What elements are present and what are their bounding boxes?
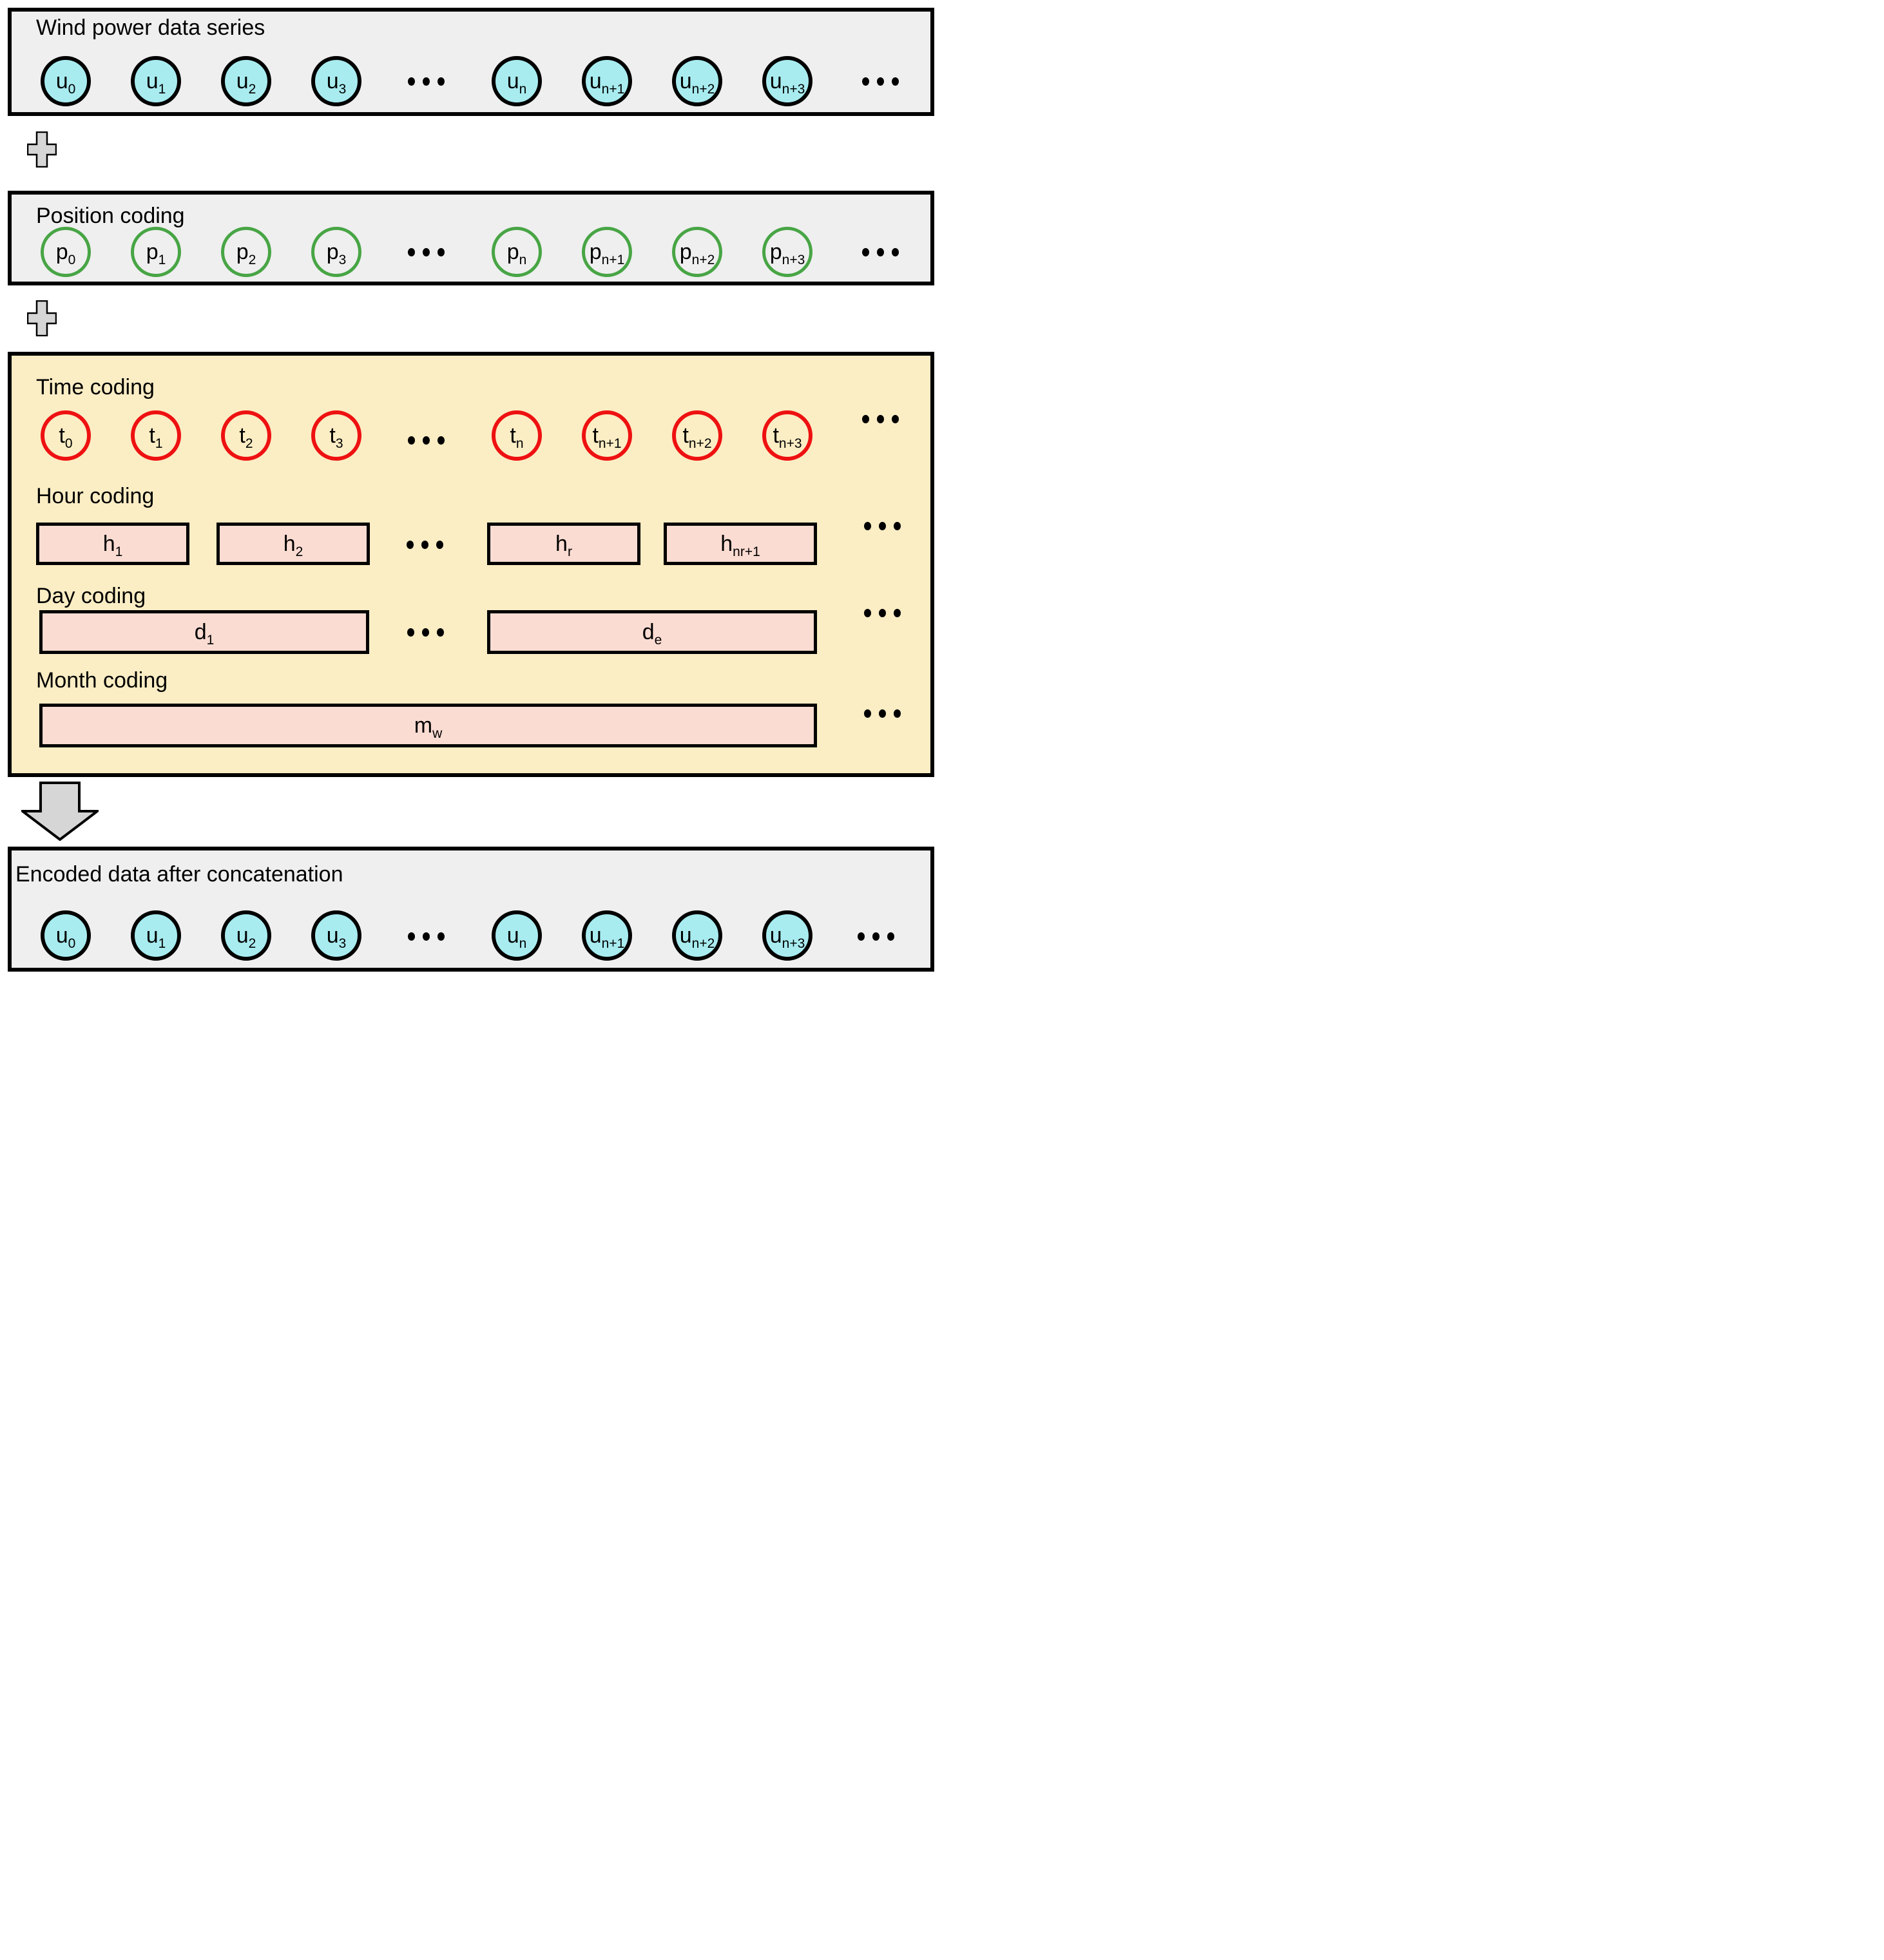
position-node-pn3: pn+3 [762,227,812,277]
position-node-pn2: pn+2 [672,227,722,277]
ellipsis-icon [408,436,445,445]
position-coding-title: Position coding [36,204,185,228]
wind-node-u0: u0 [41,56,91,106]
ellipsis-icon [864,709,901,718]
ellipsis-icon [407,540,443,549]
time-node-t1: t1 [131,410,181,461]
hour-bar-hr: hr [487,523,640,565]
encoded-node-un1: un+1 [582,910,632,961]
down-arrow-icon [21,782,99,841]
ellipsis-icon [864,521,901,530]
wind-node-un: un [492,56,542,106]
position-node-pn1: pn+1 [582,227,632,277]
position-node-p1: p1 [131,227,181,277]
position-node-p3: p3 [311,227,361,277]
wind-node-u2: u2 [221,56,271,106]
wind-node-un1: un+1 [582,56,632,106]
day-bar-d1: d1 [39,610,369,654]
ellipsis-icon [408,932,445,941]
encoded-data-panel: Encoded data after concatenation u0 u1 u… [8,847,934,972]
position-node-p0: p0 [41,227,91,277]
time-node-tn3: tn+3 [762,410,812,461]
month-coding-label: Month coding [36,668,168,693]
time-coding-title: Time coding [36,375,155,399]
ellipsis-icon [858,932,894,941]
encoded-node-u2: u2 [221,910,271,961]
time-node-t0: t0 [41,410,91,461]
encoded-node-u1: u1 [131,910,181,961]
position-coding-panel: Position coding p0 p1 p2 p3 pn pn+1 pn+2… [8,191,934,285]
encoded-node-un3: un+3 [762,910,812,961]
time-node-tn: tn [492,410,542,461]
wind-power-series-panel: Wind power data series u0 u1 u2 u3 un un… [8,8,934,116]
plus-icon [27,131,57,168]
ellipsis-icon [408,247,445,256]
wind-node-un3: un+3 [762,56,812,106]
time-node-t2: t2 [221,410,271,461]
wind-power-series-title: Wind power data series [36,15,265,40]
encoded-node-un: un [492,910,542,961]
time-node-tn1: tn+1 [582,410,632,461]
wind-node-u3: u3 [311,56,361,106]
encoded-node-u3: u3 [311,910,361,961]
time-coding-panel: Time coding t0 t1 t2 t3 tn tn+1 tn+2 tn+… [8,352,934,777]
encoded-node-u0: u0 [41,910,91,961]
hour-bar-h1: h1 [36,523,189,565]
wind-node-u1: u1 [131,56,181,106]
hour-bar-hnr1: hnr+1 [664,523,817,565]
position-node-p2: p2 [221,227,271,277]
hour-coding-label: Hour coding [36,484,155,508]
day-coding-label: Day coding [36,584,146,608]
time-node-t3: t3 [311,410,361,461]
month-bar-mw: mw [39,704,817,747]
ellipsis-icon [862,77,899,86]
time-node-tn2: tn+2 [672,410,722,461]
encoded-data-title: Encoded data after concatenation [15,862,343,887]
position-node-pn: pn [492,227,542,277]
day-bar-de: de [487,610,817,654]
ellipsis-icon [862,247,899,256]
figure-canvas: Wind power data series u0 u1 u2 u3 un un… [0,0,942,980]
ellipsis-icon [408,77,445,86]
encoded-node-un2: un+2 [672,910,722,961]
wind-node-un2: un+2 [672,56,722,106]
hour-bar-h2: h2 [216,523,370,565]
ellipsis-icon [862,414,899,423]
ellipsis-icon [864,608,901,617]
plus-icon [27,300,57,336]
ellipsis-icon [407,628,444,637]
